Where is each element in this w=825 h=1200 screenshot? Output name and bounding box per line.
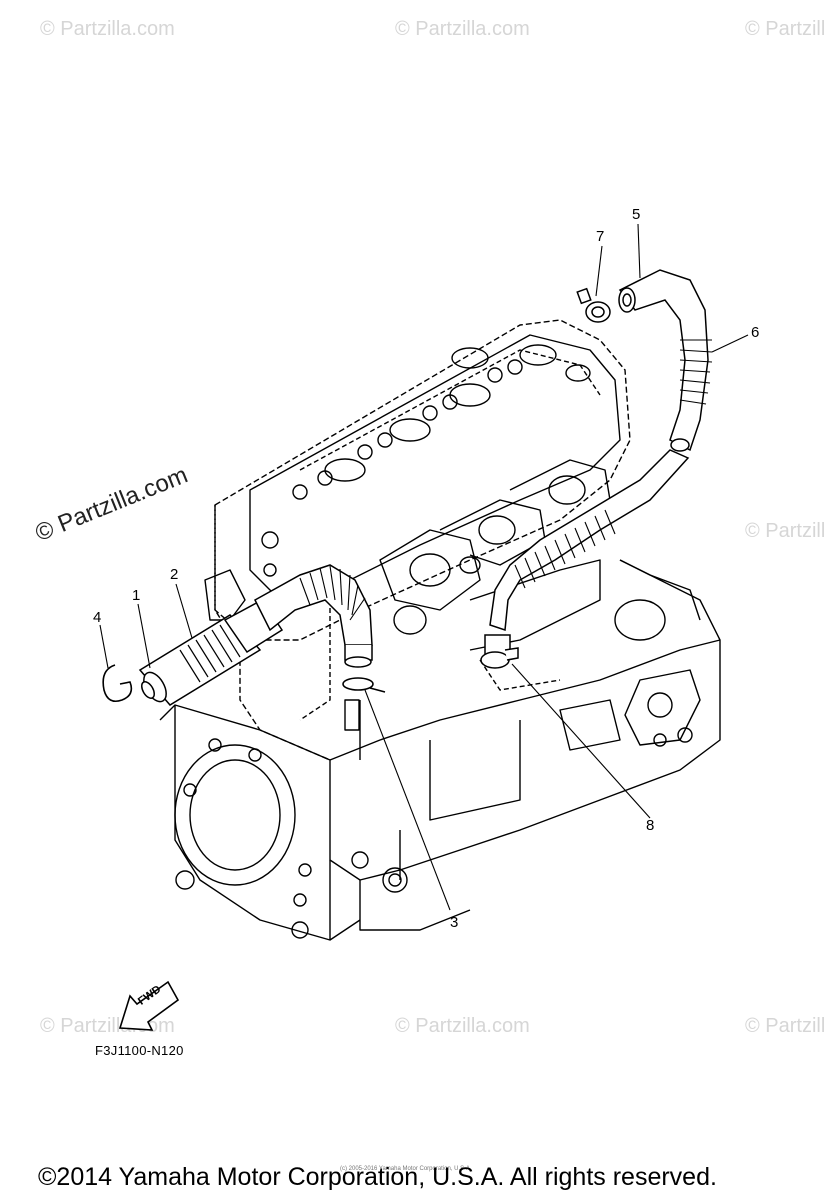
callout-7: 7 [596,228,605,245]
diagram-code: F3J1100-N120 [95,1043,184,1058]
watermark-bottom-right: © Partzilla.com [745,1015,825,1037]
bellows-ribs-elbow [299,565,366,621]
callout-5: 5 [632,206,641,223]
callout-8: 8 [646,817,655,834]
fwd-arrow-icon [118,980,180,1031]
hose-assembly-right [484,269,713,656]
callout-2: 2 [170,566,179,583]
watermark-top-left: © Partzilla.com [40,18,175,40]
watermark-bottom-center: © Partzilla.com [395,1015,530,1037]
bellows-ribs-left [179,624,241,683]
clamp-part-8 [480,647,519,669]
bellows-ribs-lower-right [514,509,616,589]
watermark-mid-right: © Partzilla.com [745,520,825,542]
watermark-top-center: © Partzilla.com [395,18,530,40]
callout-1: 1 [132,587,141,604]
clip-part-4 [102,664,133,703]
leader-lines [99,223,749,911]
clamp-part-7 [576,287,611,323]
callout-4: 4 [93,609,102,626]
bellows-ribs-upper-right [679,339,713,405]
callout-6: 6 [751,324,760,341]
watermark-top-right: © Partzilla.com [745,18,825,40]
callout-3: 3 [450,914,459,931]
o-ring-part-3 [342,677,374,691]
footer-copyright: ©2014 Yamaha Motor Corporation, U.S.A. A… [38,1163,717,1191]
small-copyright: (c) 2005-2016 Yamaha Motor Corporation, … [340,1166,472,1172]
hose-assembly-left [138,564,373,706]
